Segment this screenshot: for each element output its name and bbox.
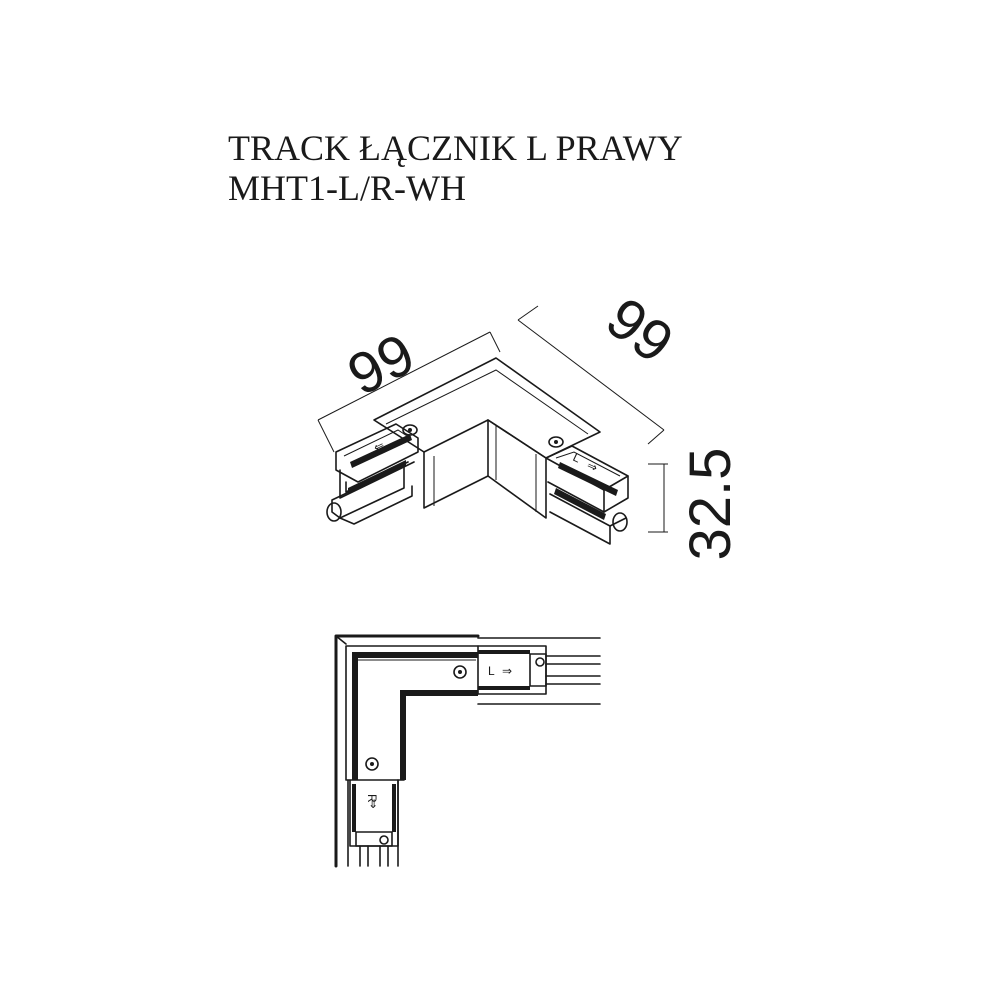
dim-label-left: 99: [338, 321, 425, 408]
dim-ext-right-b: [647, 429, 665, 445]
dim-line-right: [517, 319, 665, 431]
right-adapter-lower: [549, 493, 611, 545]
isometric-view: 99 99 32.5: [317, 285, 743, 561]
product-title: TRACK ŁĄCZNIK L PRAWY MHT1-L/R-WH: [228, 128, 683, 208]
top-bevel: [385, 369, 589, 435]
dimension-right-width: 99: [517, 285, 685, 445]
left-front-face: [423, 419, 489, 509]
dim-label-height: 32.5: [678, 448, 743, 561]
left-adapter-top: [335, 423, 419, 483]
left-adapter: ⇐: [326, 423, 419, 525]
right-adapter: L ⇒: [545, 445, 629, 545]
top-bottom-arrow: ⇓: [368, 797, 378, 811]
dim-ext-left-b: [489, 331, 501, 353]
top-bottom-letter: R: [365, 794, 379, 803]
dim-label-right: 99: [594, 285, 685, 376]
right-clamp-icon: [612, 512, 628, 532]
product-code: MHT1-L/R-WH: [228, 168, 466, 208]
inner-corner-face: [487, 419, 547, 519]
dimension-height: 32.5: [648, 448, 743, 561]
top-right-arrow: ⇒: [502, 664, 512, 678]
left-clamp-icon: [326, 502, 342, 522]
top-view: L ⇒ R ⇓: [334, 634, 601, 868]
top-right-adapter: L ⇒: [477, 637, 601, 705]
right-adapter-arrow: ⇒: [585, 458, 600, 475]
product-name: TRACK ŁĄCZNIK L PRAWY: [228, 128, 683, 168]
top-body-inner-band: [400, 690, 478, 780]
screw-right-icon: [548, 436, 564, 448]
top-right-letter: L: [488, 664, 495, 678]
dim-ext-left-a: [317, 419, 335, 453]
top-screw-right-icon: [453, 665, 467, 679]
top-bottom-adapter: R ⇓: [349, 779, 399, 867]
top-screw-bottom-icon: [365, 757, 379, 771]
dim-ext-right-a: [517, 305, 539, 321]
dim-line-left: [317, 331, 491, 421]
